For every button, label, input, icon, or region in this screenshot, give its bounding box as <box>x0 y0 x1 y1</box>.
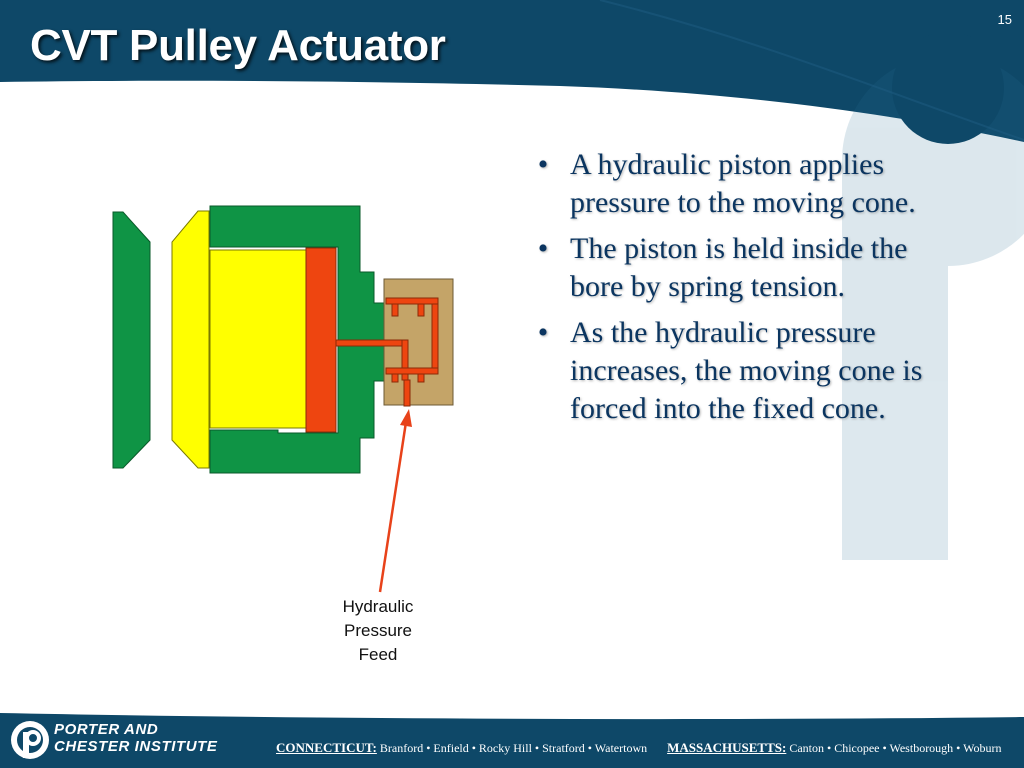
watermark-hole <box>892 32 1004 144</box>
bullet-dot-icon: • <box>537 148 549 181</box>
pci-logo-icon <box>11 721 49 759</box>
header-swoosh <box>599 0 1024 141</box>
piston-housing <box>209 205 385 474</box>
slide-number: 15 <box>997 12 1012 27</box>
moving-cone <box>171 210 210 469</box>
hydraulic-feed-label: Hydraulic Pressure Feed <box>318 595 438 667</box>
feed-arrow-shaft <box>378 421 408 593</box>
bullet-list: • A hydraulic piston applies pressure to … <box>528 146 968 436</box>
bullet-item: • A hydraulic piston applies pressure to … <box>528 146 968 222</box>
bullet-dot-icon: • <box>537 232 549 265</box>
massachusetts-label: MASSACHUSETTS: <box>667 740 787 755</box>
connecticut-label: CONNECTICUT: <box>276 740 377 755</box>
feed-label-line: Hydraulic <box>342 597 414 616</box>
bullet-item: • The piston is held inside the bore by s… <box>528 230 968 306</box>
bullet-item: • As the hydraulic pressure increases, th… <box>528 314 968 428</box>
bullet-text: A hydraulic piston applies pressure to t… <box>570 148 916 219</box>
fixed-cone <box>112 211 151 469</box>
feed-label-line: Feed <box>358 645 398 664</box>
connecticut-cities: Branford • Enfield • Rocky Hill • Stratf… <box>379 741 648 755</box>
institute-logo-text: PORTER AND CHESTER INSTITUTE <box>54 721 218 755</box>
logo-line-1: PORTER AND <box>54 721 159 738</box>
footer-band <box>0 713 1024 768</box>
slide-title: CVT Pulley Actuator <box>30 21 446 70</box>
feed-arrow-head <box>400 409 412 427</box>
feed-label-line: Pressure <box>343 621 413 640</box>
moving-cone-body <box>209 249 308 429</box>
header-band <box>0 0 1024 142</box>
bullet-text: The piston is held inside the bore by sp… <box>570 232 908 303</box>
bullet-text: As the hydraulic pressure increases, the… <box>570 316 923 425</box>
campus-locations: CONNECTICUT: Branford • Enfield • Rocky … <box>276 740 1002 756</box>
logo-line-2: CHESTER INSTITUTE <box>54 738 218 755</box>
bullet-dot-icon: • <box>537 316 549 349</box>
massachusetts-cities: Canton • Chicopee • Westborough • Woburn <box>789 741 1002 755</box>
piston <box>305 247 337 433</box>
hydraulic-passage <box>335 297 439 407</box>
